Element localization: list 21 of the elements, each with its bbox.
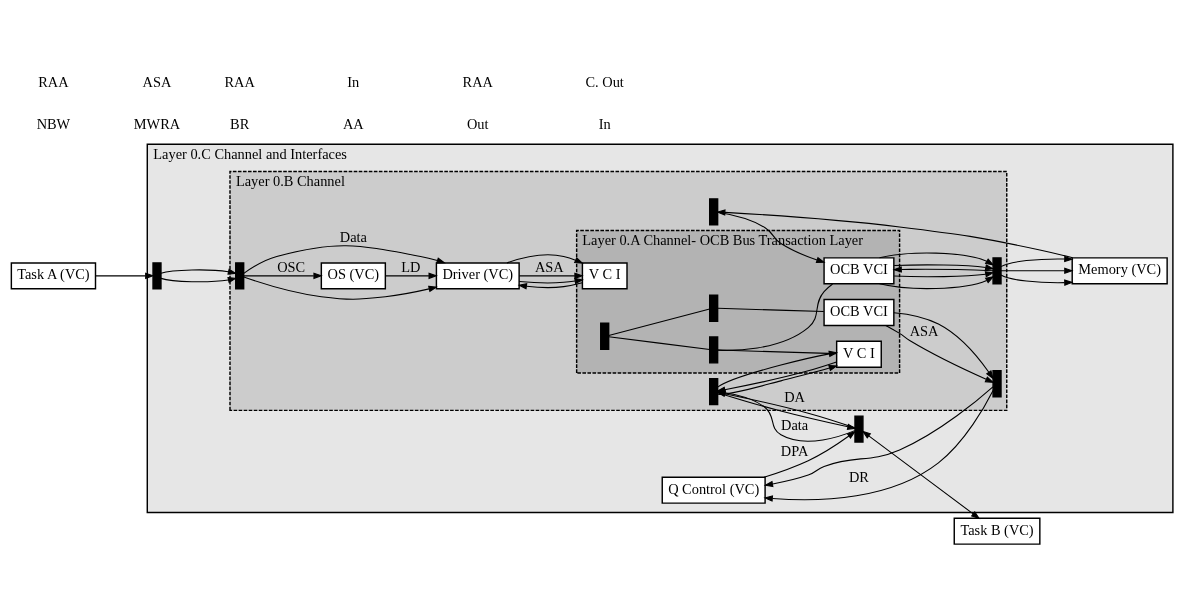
edge-label: Data: [339, 229, 367, 246]
label: MWRA: [133, 116, 181, 133]
edge-label: LD: [401, 258, 421, 275]
label: BR: [230, 116, 250, 133]
edge-label: DPA: [780, 443, 809, 460]
label: In: [598, 116, 611, 133]
label: C. Out: [585, 74, 624, 91]
label: In: [347, 74, 360, 91]
label: NBW: [36, 116, 71, 133]
edge-label: DR: [848, 468, 869, 485]
label: ASA: [142, 74, 172, 91]
label: RAA: [462, 74, 493, 91]
label: RAA: [224, 74, 255, 91]
edge-label: ASA: [909, 323, 939, 340]
edge-label: ASA: [534, 258, 564, 275]
label: AA: [342, 116, 364, 133]
edge-label: DA: [784, 389, 805, 406]
label: Out: [466, 116, 489, 133]
label: RAA: [38, 74, 69, 91]
edge-label: OSC: [277, 258, 306, 275]
edge-label: Data: [781, 417, 809, 434]
